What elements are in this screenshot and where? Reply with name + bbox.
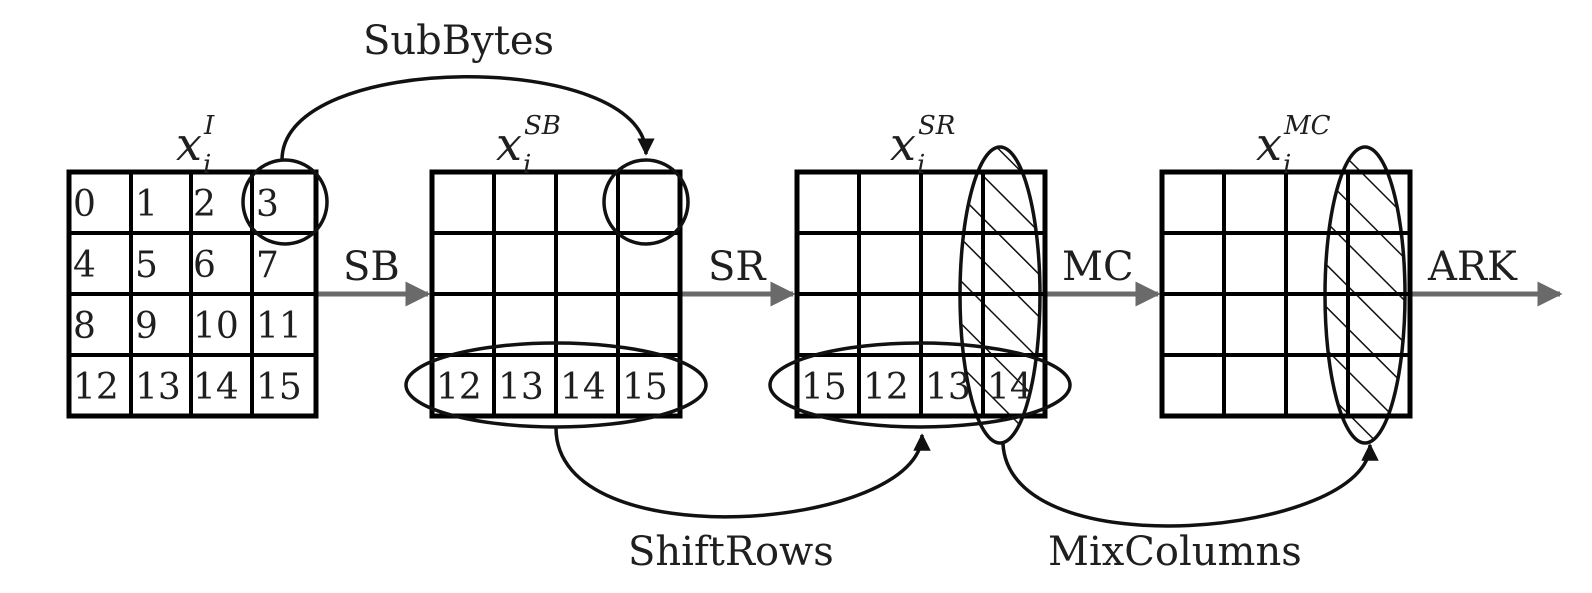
grid-cell-number: 12	[73, 367, 119, 408]
label-mc: MC	[1062, 244, 1134, 290]
grid2-last-row: 12 13 14 15	[436, 367, 668, 408]
highlight-circle-sb-byte	[602, 158, 690, 246]
grid-cell-number: 3	[256, 184, 279, 225]
grid-cell-number: 13	[925, 367, 971, 408]
svg-text:I: I	[203, 111, 215, 141]
grid-cell-number: 14	[560, 367, 606, 408]
state-grid-input	[66, 169, 319, 419]
grid-cell-number: 6	[193, 245, 216, 286]
grid-cell-number: 1	[135, 184, 158, 225]
grid-cell-number: 12	[863, 367, 909, 408]
grid-cell-number: 0	[73, 184, 96, 225]
grid-cell-number: 8	[73, 306, 96, 347]
row-ellipse-sb	[404, 341, 708, 429]
grid-cell-number: 10	[193, 306, 239, 347]
label-subbytes: SubBytes	[363, 18, 554, 64]
grid3-last-row: 15 12 13 14	[801, 367, 1033, 408]
label-sb: SB	[343, 244, 400, 290]
svg-text:x: x	[890, 117, 916, 171]
svg-text:i: i	[523, 150, 531, 180]
grid-cell-number: 15	[801, 367, 847, 408]
grid-cell-number: 2	[193, 184, 216, 225]
grid-cell-number: 14	[987, 367, 1033, 408]
state-label-mixcolumns: x i MC	[1256, 111, 1331, 180]
label-sr: SR	[708, 244, 767, 290]
state-grid-subbytes	[429, 169, 683, 419]
label-shiftrows: ShiftRows	[628, 529, 834, 575]
state-label-subbytes: x i SB	[496, 111, 561, 180]
row-ellipse-sr	[768, 341, 1072, 429]
state-label-shiftrows: x i SR	[890, 111, 955, 180]
svg-text:i: i	[203, 150, 211, 180]
state-label-input: x i I	[176, 111, 215, 180]
svg-text:SB: SB	[524, 111, 561, 141]
grid-cell-number: 14	[193, 367, 239, 408]
svg-text:x: x	[1256, 117, 1282, 171]
highlight-circle-byte3	[241, 158, 329, 246]
grid-cell-number: 13	[135, 367, 181, 408]
grid-cell-number: 13	[498, 367, 544, 408]
mixcolumns-curve-arrow	[1001, 443, 1379, 528]
shiftrows-curve-arrow	[554, 427, 931, 519]
state-grid-mixcolumns	[1159, 145, 1413, 445]
svg-text:i: i	[917, 150, 925, 180]
grid-cell-number: 11	[256, 306, 302, 347]
grid-cell-number: 5	[135, 245, 158, 286]
subbytes-curve-arrow	[280, 75, 655, 161]
svg-text:x: x	[176, 117, 202, 171]
label-mixcolumns: MixColumns	[1048, 529, 1302, 575]
label-ark: ARK	[1427, 244, 1518, 290]
svg-text:SR: SR	[918, 111, 955, 141]
state-grid-shiftrows	[794, 145, 1048, 445]
grid-cell-number: 7	[256, 245, 279, 286]
svg-text:x: x	[496, 117, 522, 171]
grid-cell-number: 9	[135, 306, 158, 347]
grid-cell-number: 15	[256, 367, 302, 408]
svg-text:i: i	[1283, 150, 1291, 180]
grid-cell-number: 4	[73, 245, 96, 286]
grid-cell-number: 15	[622, 367, 668, 408]
svg-text:MC: MC	[1283, 111, 1331, 141]
grid-cell-number: 12	[436, 367, 482, 408]
